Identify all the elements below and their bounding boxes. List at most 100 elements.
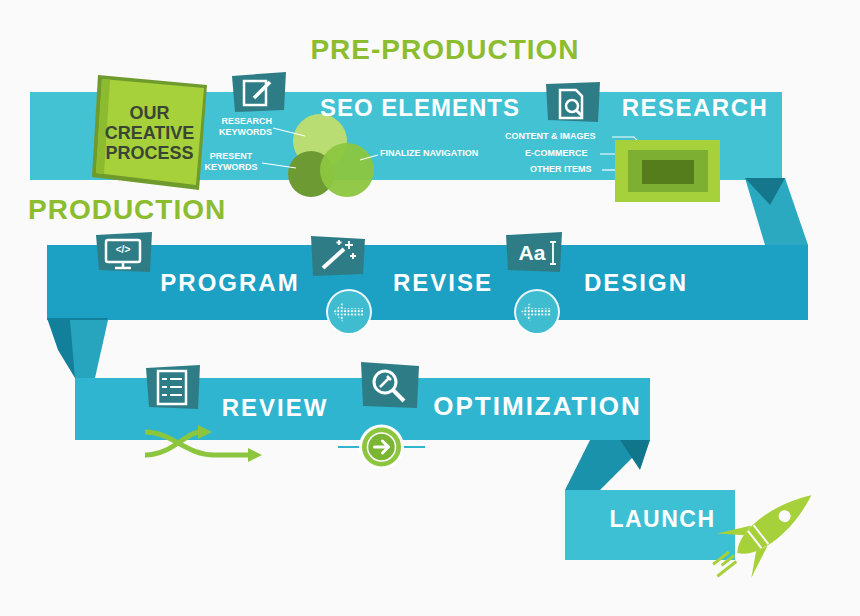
shuffle-line — [145, 432, 250, 455]
process-step: REVIEW — [212, 391, 338, 425]
arrow-ring — [514, 289, 560, 335]
arrow-button — [361, 426, 403, 468]
tab-shape — [232, 72, 286, 112]
ribbon-fold — [745, 178, 785, 205]
ribbon-fold — [47, 318, 108, 378]
callout-text: OTHER ITEMS — [530, 164, 610, 175]
step-name: PROGRAM — [160, 269, 299, 297]
font-sample: Aa — [513, 241, 551, 265]
dotted-arrow — [333, 302, 363, 322]
magnifier-icon — [374, 371, 396, 393]
leader-line — [273, 128, 305, 136]
dotted-arrow — [521, 302, 551, 322]
ribbon-fold — [745, 178, 808, 245]
magnifier-handle — [576, 110, 582, 116]
wand-icon — [323, 249, 344, 268]
magnifier-handle — [393, 390, 404, 401]
process-step: SEO ELEMENTS — [310, 91, 530, 125]
sparkle-icon — [337, 240, 357, 259]
process-step: PROGRAM — [150, 266, 310, 300]
tab-shape — [311, 236, 365, 276]
wrench-icon — [380, 376, 391, 387]
callout-text: E-COMMERCE — [525, 148, 605, 159]
monitor-stand — [115, 262, 131, 268]
rocket-window — [776, 508, 793, 525]
rocket-trail — [710, 551, 738, 576]
tab-shape — [146, 365, 200, 409]
checklist-icon — [158, 371, 186, 404]
tag-title: OUR CREATIVE PROCESS — [100, 103, 200, 163]
step-name: DESIGN — [584, 269, 688, 297]
document-icon — [560, 90, 582, 118]
icon-tab — [546, 82, 600, 122]
flow-arrow — [498, 289, 576, 335]
process-step: LAUNCH — [600, 502, 725, 536]
arrow-ring — [326, 289, 372, 335]
connector-line — [498, 311, 576, 313]
section-heading: PRODUCTION — [28, 194, 268, 226]
section-heading: PRE-PRODUCTION — [290, 34, 600, 66]
step-name: REVISE — [393, 269, 493, 297]
tag-face — [96, 79, 204, 185]
monitor-icon — [106, 240, 140, 262]
connector-line — [310, 311, 388, 313]
callout-text: PRESENT KEYWORDS — [200, 151, 262, 173]
code-symbol: </> — [107, 243, 139, 257]
nested-square — [628, 150, 708, 192]
arrow-glyph — [375, 441, 389, 453]
arrow-head — [248, 448, 262, 462]
callout-text: RESEARCH KEYWORDS — [196, 116, 272, 138]
connector-line — [338, 446, 425, 448]
leader-line — [262, 163, 296, 168]
venn-circle — [320, 143, 374, 197]
step-name: RESEARCH — [622, 94, 769, 122]
ribbon-band — [47, 245, 808, 320]
paper-icon — [244, 81, 266, 105]
leader-lines — [262, 128, 668, 172]
leader-line — [360, 155, 378, 160]
step-name: SEO ELEMENTS — [320, 94, 520, 122]
icon-tab — [361, 362, 419, 408]
callout-text: CONTENT & IMAGES — [505, 131, 615, 142]
shuffle-line — [145, 432, 200, 455]
process-step: RESEARCH — [615, 91, 775, 125]
shuffle-arrows — [145, 432, 250, 455]
ribbon-fold — [70, 320, 108, 378]
icon-tab — [146, 365, 200, 409]
process-step: REVISE — [388, 266, 498, 300]
tab-shape — [506, 232, 562, 272]
process-step: OPTIMIZATION — [425, 389, 650, 423]
icon-tab — [232, 72, 286, 112]
checklist-lines — [162, 379, 182, 395]
callout-text: FINALIZE NAVIGATION — [380, 148, 510, 159]
pencil-icon — [254, 82, 270, 98]
arrow-head — [198, 425, 212, 439]
ribbon-band — [565, 490, 735, 560]
icon-tab — [311, 236, 365, 276]
icon-tab — [96, 232, 152, 272]
process-step: DESIGN — [576, 266, 696, 300]
arrow-button — [516, 291, 558, 333]
arrow-button — [328, 291, 370, 333]
rocket-body — [729, 485, 819, 564]
ribbon-fold — [620, 440, 650, 470]
icon-tab — [506, 232, 562, 272]
step-name: REVIEW — [222, 394, 329, 422]
tag-shadow — [92, 75, 207, 190]
nested-square — [642, 160, 694, 184]
tab-shape — [96, 232, 152, 272]
flow-arrow — [310, 289, 388, 335]
title-tag: OUR CREATIVE PROCESS — [92, 75, 207, 190]
nested-square — [615, 140, 720, 202]
step-name: OPTIMIZATION — [433, 391, 641, 422]
tab-shape — [546, 82, 600, 122]
text-cursor — [550, 242, 556, 264]
arrow-ring — [368, 433, 396, 461]
step-name: LAUNCH — [609, 506, 715, 533]
flow-arrow — [338, 426, 425, 468]
ribbon-fold — [565, 440, 650, 490]
rocket-illustration — [696, 473, 828, 593]
